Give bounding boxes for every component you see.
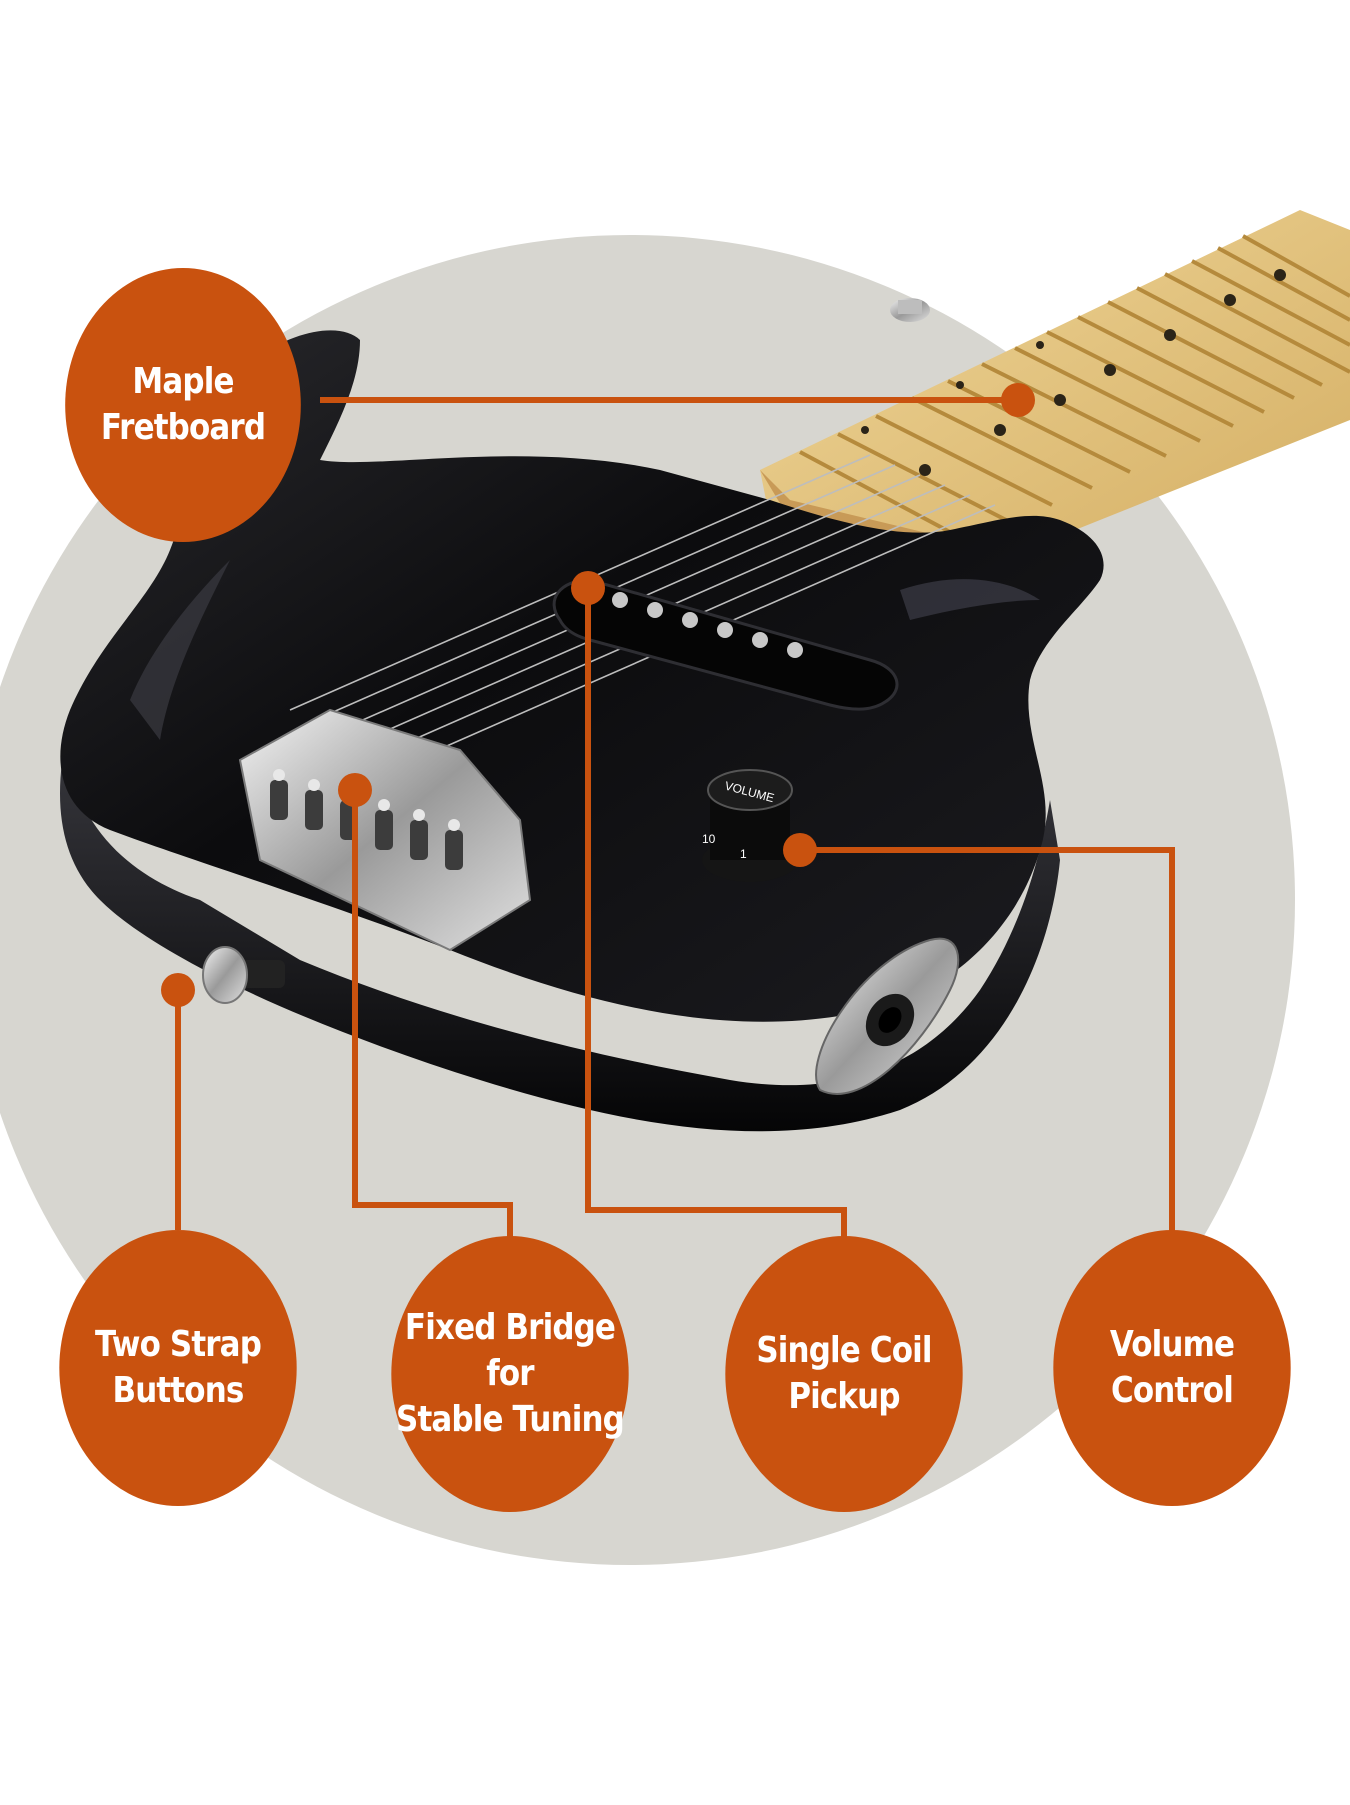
volume-knob: VOLUME 10 1 2 <box>702 769 798 882</box>
callout-line1: Single Coil <box>756 1330 932 1371</box>
callout-line1: Two Strap <box>94 1324 262 1365</box>
callout-line2: Buttons <box>112 1370 245 1411</box>
callout-line2: Pickup <box>788 1376 900 1417</box>
output-jack <box>815 937 960 1095</box>
maple-fretboard-neck <box>760 210 1350 565</box>
callout-line2: Stable Tuning <box>396 1399 625 1440</box>
knob-scale-high: 10 <box>702 832 716 846</box>
knob-scale-low: 1 <box>740 847 747 861</box>
callout-single-coil-pickup: Single Coil Pickup <box>725 1236 963 1512</box>
callout-endpoints <box>161 383 1035 1007</box>
callout-line1: Fixed Bridge for <box>404 1307 616 1394</box>
callout-line1: Maple <box>132 361 234 402</box>
callout-line1: Volume <box>1109 1324 1235 1365</box>
callout-two-strap-buttons: Two Strap Buttons <box>59 1230 297 1506</box>
strap-button-top <box>890 298 930 322</box>
callout-maple-fretboard: Maple Fretboard <box>65 268 301 542</box>
strap-button-bottom <box>202 946 285 1004</box>
callout-fixed-bridge: Fixed Bridge for Stable Tuning <box>391 1236 629 1512</box>
fixed-bridge <box>238 708 532 952</box>
callout-volume-control: Volume Control <box>1053 1230 1291 1506</box>
callout-line2: Fretboard <box>100 407 266 448</box>
callout-connectors <box>175 397 1175 1240</box>
single-coil-pickup <box>552 578 899 711</box>
callout-line2: Control <box>1111 1370 1234 1411</box>
